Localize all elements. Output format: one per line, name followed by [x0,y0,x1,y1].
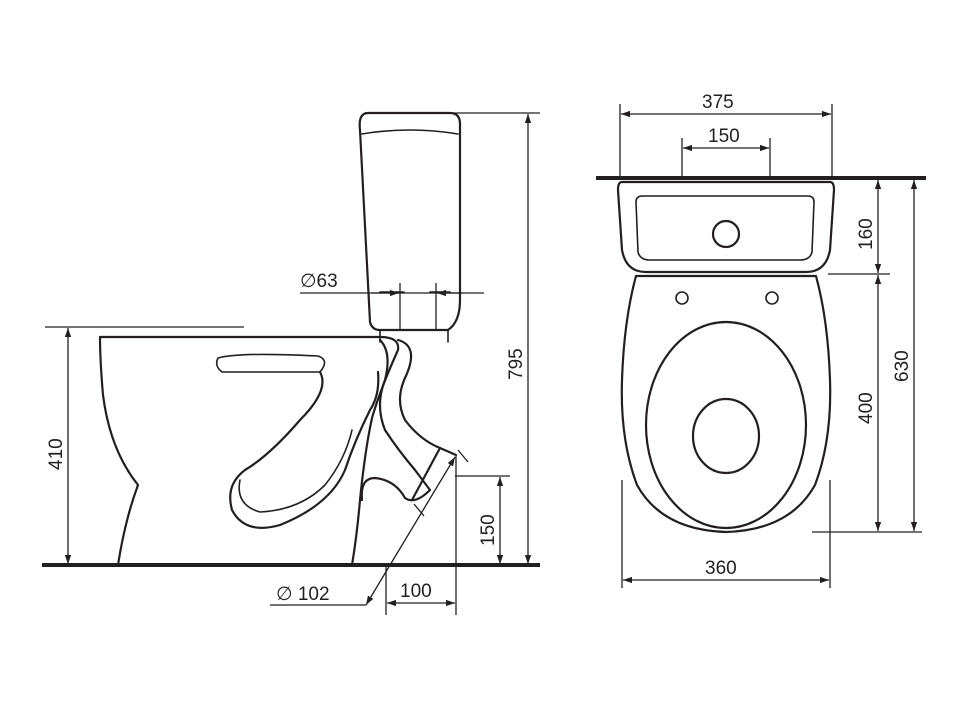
top-tank-outer [616,180,836,274]
side-trapway [229,370,380,529]
dim-seat-height: 410 [46,438,67,470]
side-outlet-end [410,446,442,502]
seat-hinge-left [675,291,689,305]
dim-bowl-length: 400 [856,392,877,424]
dim-total-height: 795 [506,348,527,380]
top-bowl-outer [620,274,832,534]
side-connector [379,329,449,343]
side-bowl-outer [98,335,400,567]
top-water-area [691,397,761,475]
dim-outlet-offset: 100 [400,581,432,602]
dim-tank-width: 375 [702,92,734,113]
dim-hole-spacing: 150 [708,126,740,147]
dim-outlet-height: 150 [478,514,499,546]
side-trapway-inner [238,429,353,513]
side-cistern [358,111,462,332]
top-tank-inner [635,195,815,261]
side-view: ∅63 410 795 150 ∅ 102 100 [42,111,540,615]
seat-hinge-right [765,291,779,305]
side-outlet-upper [396,338,458,457]
side-cistern-lid-line [361,129,459,135]
dim-tank-depth: 160 [856,218,877,250]
dim-total-depth: 630 [892,350,913,382]
top-seat-opening [644,320,808,530]
flush-button [711,219,741,249]
side-rim [215,353,326,373]
top-view: 375 150 160 400 630 360 [596,92,926,588]
dim-tank-outlet-diameter: ∅63 [300,271,338,292]
dim-outlet-diameter: ∅ 102 [276,584,330,605]
dim-bowl-width: 360 [705,558,737,579]
